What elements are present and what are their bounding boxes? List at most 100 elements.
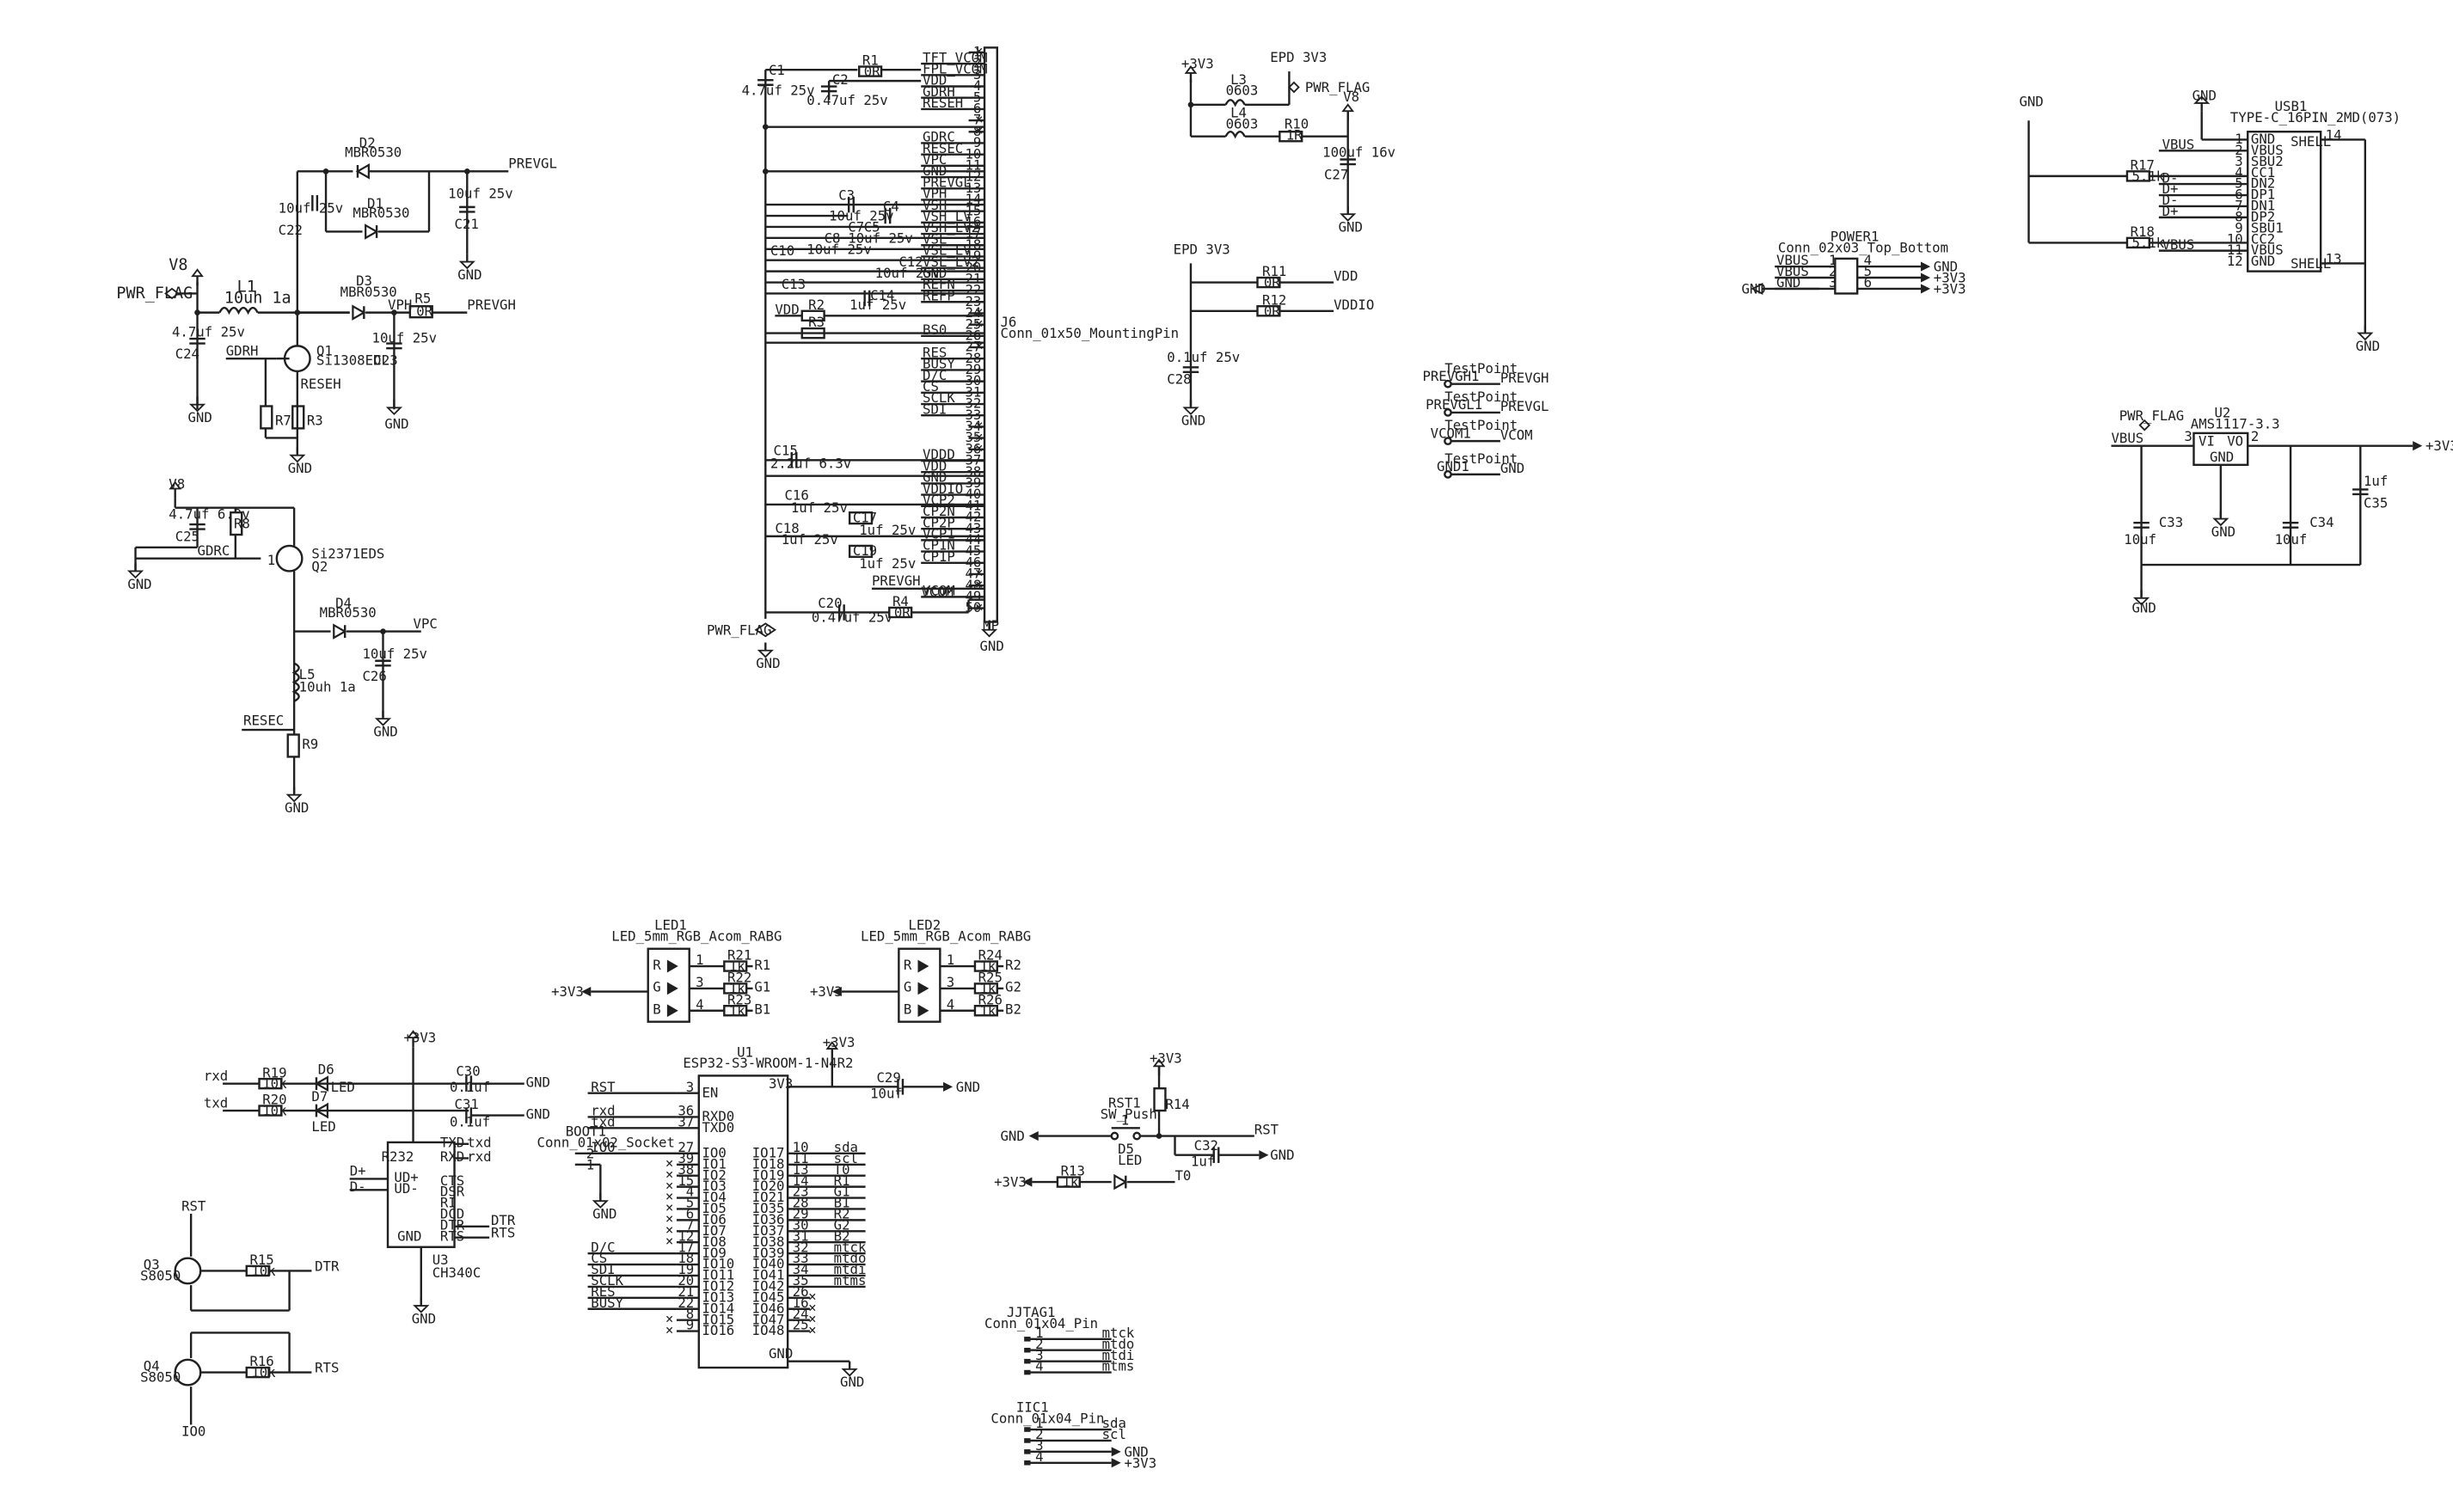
ch340-gnd: GND [397,1227,421,1244]
power-arrow [1111,1447,1121,1457]
c10-value: 10uf 25v [806,241,871,257]
r19-value: 10k [262,1075,287,1092]
fpc-pin-number: 8 [973,123,981,139]
fpc-net-label: GDRH [923,83,955,100]
fpc-net-label: GND [923,469,947,486]
mcu-pin-name: IO3 [702,1178,726,1194]
r3-ref: R3 [307,413,323,429]
vpc-net: VPC [414,615,438,632]
gnd-label: GND [1339,218,1363,235]
fpc-pin-number: 5 [973,89,981,105]
reset-button-section: +3V3 R14 GND 1 RST1 SW_Push RST C32 1uf … [994,1050,1294,1191]
mcu-pin-number: 35 [793,1272,809,1289]
t0-net: T0 [1175,1167,1192,1184]
c2-ref: C2 [832,71,849,88]
r12-value: 0R [1264,303,1280,319]
d5-ref: D5 [1118,1141,1134,1157]
mcu-net-label: mtdo [834,1250,867,1266]
led-net-label: B2 [1005,1001,1021,1017]
fpc-net-label: VDD [923,457,947,474]
led-net-label: G1 [754,979,770,995]
u3-value: CH340C [432,1264,481,1281]
fpc-pin-number: 42 [965,509,981,525]
c35-value: 1uf [2364,473,2388,489]
header-pin-number: 2 [1035,1336,1043,1352]
mcu-pin-number: 11 [793,1150,809,1166]
prevgh-net: PREVGH [467,297,516,313]
fpc-pin-number: 2 [973,55,981,71]
fpc-net-label: FPL_VCOM [923,60,987,77]
no-connect-mark: × [975,122,983,138]
dp-net: D+ [350,1163,366,1179]
l1-ref: L1 [237,279,256,297]
no-connect-mark: × [665,1199,673,1215]
mcu-pin-number: 27 [678,1139,694,1155]
c18-ref: C18 [775,520,799,536]
usb-shell: SHELL [2290,133,2331,150]
no-connect-mark: × [665,1177,673,1193]
c22-value: 10uf 25v [279,199,343,216]
ch340-body [386,1141,456,1248]
led-pin-number: 3 [947,974,954,990]
mcu-net-label: rxd [591,1103,615,1119]
mcu-left-pins: EN3RSTRXD036rxdTXD037txdIO027IO0IO139×IO… [587,1079,734,1338]
rst1-ref: RST1 [1108,1094,1141,1111]
mcu-pin-number: 20 [678,1272,694,1289]
fpc-pin-number: 39 [965,474,981,491]
usb-section: USB1 TYPE-C_16PIN_2MD(073) SHELL SHELL 1… [2019,87,2401,354]
fpc-pin-number: 34 [965,418,981,434]
d6-value: LED [331,1079,355,1095]
fpc-pin-number: 25 [965,315,981,332]
mcu-pin-number: 13 [793,1161,809,1178]
c34-ref: C34 [2309,514,2333,530]
gnd-label: GND [2356,338,2380,354]
dm-net: D- [350,1178,366,1195]
led-resistor-value: 1k [979,980,996,996]
d3-ref: D3 [356,272,372,289]
fpc-net-label: GDRC [923,129,955,145]
fpc-pin-number: 11 [965,156,981,173]
mcu-net-label: txd [591,1113,615,1129]
c31-ref: C31 [455,1096,479,1112]
fpc-net-label: RES [923,344,947,360]
mcu-pin-name: IO36 [752,1211,785,1227]
r14-ref: R14 [1165,1096,1189,1112]
mcu-net-label: R1 [834,1172,850,1189]
3v3-label: +3V3 [1150,1050,1182,1067]
led-pin-number: 1 [696,952,703,968]
c2-value: 0.47uf 25v [806,92,887,108]
fpc-net-label: VCOM [923,583,955,599]
ch340-udp: UD+ [394,1169,418,1185]
c25-ref: C25 [175,528,199,544]
mcu-pin-name: IO8 [702,1233,726,1250]
pwr-flag-label: PWR_FLAG [116,285,193,303]
mcu-pin-number: 37 [678,1113,694,1129]
v8-label: V8 [1343,89,1359,105]
mcu-pin-number: 10 [793,1139,809,1155]
c24-value: 4.7uf 25v [172,323,245,340]
fpc-net-label: RESEH [923,95,963,111]
header-net-label: sda [1102,1415,1126,1431]
led-resistor-ref: R22 [727,970,751,986]
mcu-pin-number: 23 [793,1184,809,1200]
uart-section: +3V3 rxd R19 10k D6 LED C30 0.1uf GND tx… [204,1030,550,1327]
header-net-label: GND [1124,1443,1148,1460]
ch340-rts-net: RTS [491,1225,515,1241]
l1-value: 10uh 1a [224,290,291,308]
3v3-label: +3V3 [403,1030,436,1046]
c21-value: 10uf 25v [448,186,512,202]
led-resistor-ref: R21 [727,947,751,964]
ch340-rts: RTS [440,1227,464,1244]
gdrc-net: GDRC [198,542,230,559]
c19-value: 1uf 25v [859,555,916,572]
usb-pin-name: VBUS [2251,242,2284,258]
d7-ref: D7 [311,1088,328,1105]
gnd-label: GND [840,1374,864,1390]
fpc-net-label: VPC [923,151,947,168]
iic1-value: Conn_01x04_Pin [990,1411,1104,1427]
tp-gnd1: GND1 [1437,458,1469,474]
no-connect-mark: × [665,1210,673,1227]
